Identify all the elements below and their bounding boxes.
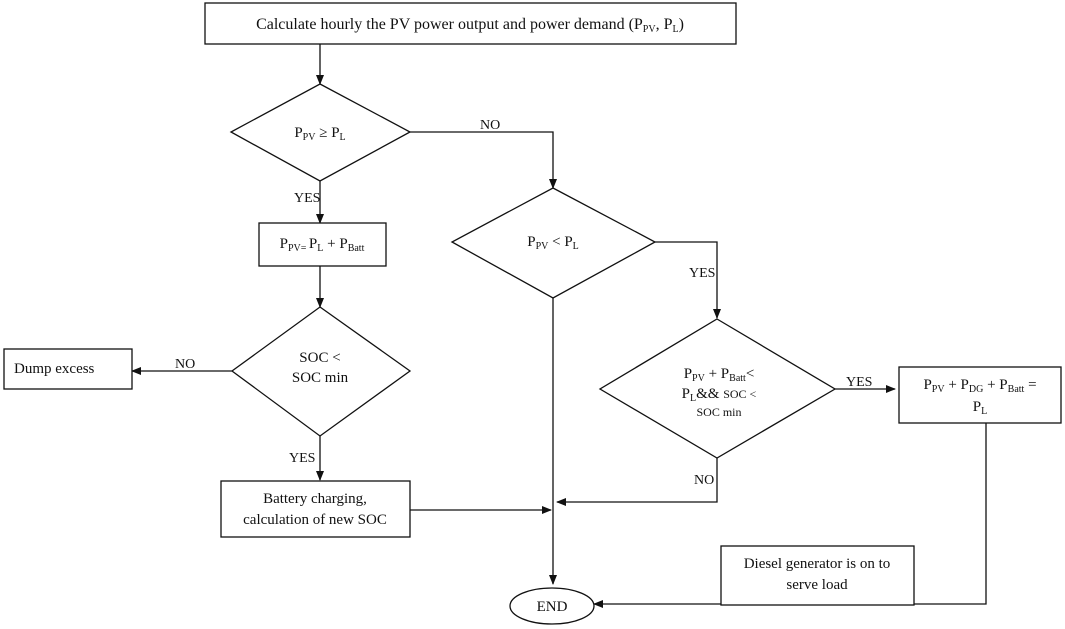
edge-label-d2-no: NO bbox=[175, 357, 195, 372]
process-pv-eq-load-plus-batt: PPV= PL + PBatt bbox=[258, 222, 387, 267]
end-terminal: END bbox=[509, 587, 595, 625]
svg-text:PPV= PL + PBatt: PPV= PL + PBatt bbox=[280, 236, 365, 254]
edge-label-d3-yes: YES bbox=[689, 266, 715, 281]
process-pv-dg-batt-eq-load: PPV + PDG + PBatt = PL bbox=[898, 366, 1062, 424]
edge-label-d4-no: NO bbox=[694, 473, 714, 488]
svg-text:PL&& SOC <: PL&& SOC < bbox=[682, 386, 757, 404]
edge-label-d1-no: NO bbox=[480, 118, 500, 133]
edge-d3-yes bbox=[655, 241, 721, 319]
svg-text:Calculate hourly the PV power: Calculate hourly the PV power output and… bbox=[256, 16, 684, 35]
svg-text:calculation of new SOC: calculation of new SOC bbox=[243, 512, 387, 528]
svg-text:END: END bbox=[537, 599, 568, 615]
svg-text:PPV ≥ PL: PPV ≥ PL bbox=[294, 125, 345, 143]
battery-charging-box: Battery charging, calculation of new SOC bbox=[220, 480, 411, 538]
svg-text:SOC min: SOC min bbox=[696, 405, 741, 419]
diesel-generator-box: Diesel generator is on to serve load bbox=[720, 545, 915, 606]
dump-excess-box: Dump excess bbox=[3, 348, 133, 390]
svg-text:PPV + PBatt<: PPV + PBatt< bbox=[684, 366, 755, 384]
edge-label-d4-yes: YES bbox=[846, 375, 872, 390]
start-text: Calculate hourly the PV power output and… bbox=[256, 16, 643, 33]
decision-pv-batt-lt-load-and-soc: PPV + PBatt< PL&& SOC < SOC min bbox=[598, 318, 837, 459]
edge-d1-no bbox=[410, 131, 557, 189]
svg-text:SOC min: SOC min bbox=[292, 370, 349, 386]
svg-text:PPV < PL: PPV < PL bbox=[527, 234, 579, 252]
decision-pv-lt-load: PPV < PL bbox=[450, 187, 657, 299]
decision-soc-below-min: SOC < SOC min bbox=[230, 306, 412, 437]
svg-text:Battery charging,: Battery charging, bbox=[263, 491, 367, 507]
svg-text:SOC <: SOC < bbox=[299, 350, 340, 366]
edge-label-d1-yes: YES bbox=[294, 191, 320, 206]
edge-d4-no bbox=[556, 458, 718, 506]
decision-pv-ge-load: PPV ≥ PL bbox=[229, 83, 412, 182]
start-process-box: Calculate hourly the PV power output and… bbox=[204, 2, 737, 45]
svg-text:Dump excess: Dump excess bbox=[14, 361, 95, 377]
svg-text:serve load: serve load bbox=[786, 577, 848, 593]
svg-text:PL: PL bbox=[973, 399, 987, 417]
svg-text:PPV + PDG + PBatt =: PPV + PDG + PBatt = bbox=[923, 377, 1036, 395]
edge-label-d2-yes: YES bbox=[289, 451, 315, 466]
svg-text:Diesel generator is on to: Diesel generator is on to bbox=[744, 556, 891, 572]
